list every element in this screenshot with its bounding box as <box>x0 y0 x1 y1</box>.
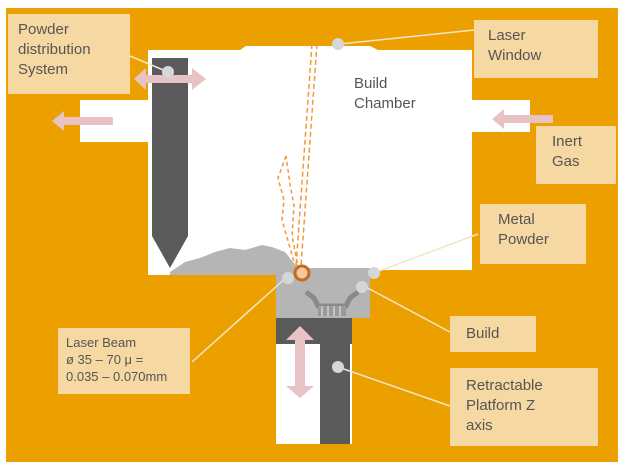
build-platform <box>276 318 352 344</box>
callout-dot-build <box>356 281 368 293</box>
label-metal-powder: Metal Powder <box>480 204 586 264</box>
platform-piston <box>320 344 350 444</box>
gas-inlet-arrow <box>492 109 553 129</box>
build-part <box>304 290 360 316</box>
callout-dot-laser-window <box>332 38 344 50</box>
recoater-motion-arrow <box>134 68 206 90</box>
callout-dot-powder-distribution <box>162 66 174 78</box>
label-powder-distribution-system: Powder distribution System <box>8 14 130 94</box>
build-chamber <box>148 46 530 444</box>
laser-beam <box>295 43 318 267</box>
powder-heap <box>170 245 370 318</box>
melt-pool <box>293 264 311 282</box>
laser-scan-path <box>277 155 300 269</box>
label-build: Build <box>450 316 536 352</box>
callout-dot-metal-powder <box>368 267 380 279</box>
callout-dot-platform <box>332 361 344 373</box>
gas-outlet-arrow <box>52 111 113 131</box>
z-axis-motion-arrow <box>286 326 314 398</box>
label-build-chamber: Build Chamber <box>354 75 416 112</box>
leader-lines <box>129 29 479 407</box>
label-retractable-platform: Retractable Platform Z axis <box>450 368 598 446</box>
recoater-blade <box>152 58 188 268</box>
label-laser-window: Laser Window <box>474 20 598 78</box>
label-laser-beam: Laser Beam ø 35 – 70 μ = 0.035 – 0.070mm <box>58 328 190 394</box>
callout-dot-laser-beam <box>282 272 294 284</box>
label-inert-gas: Inert Gas <box>536 126 616 184</box>
